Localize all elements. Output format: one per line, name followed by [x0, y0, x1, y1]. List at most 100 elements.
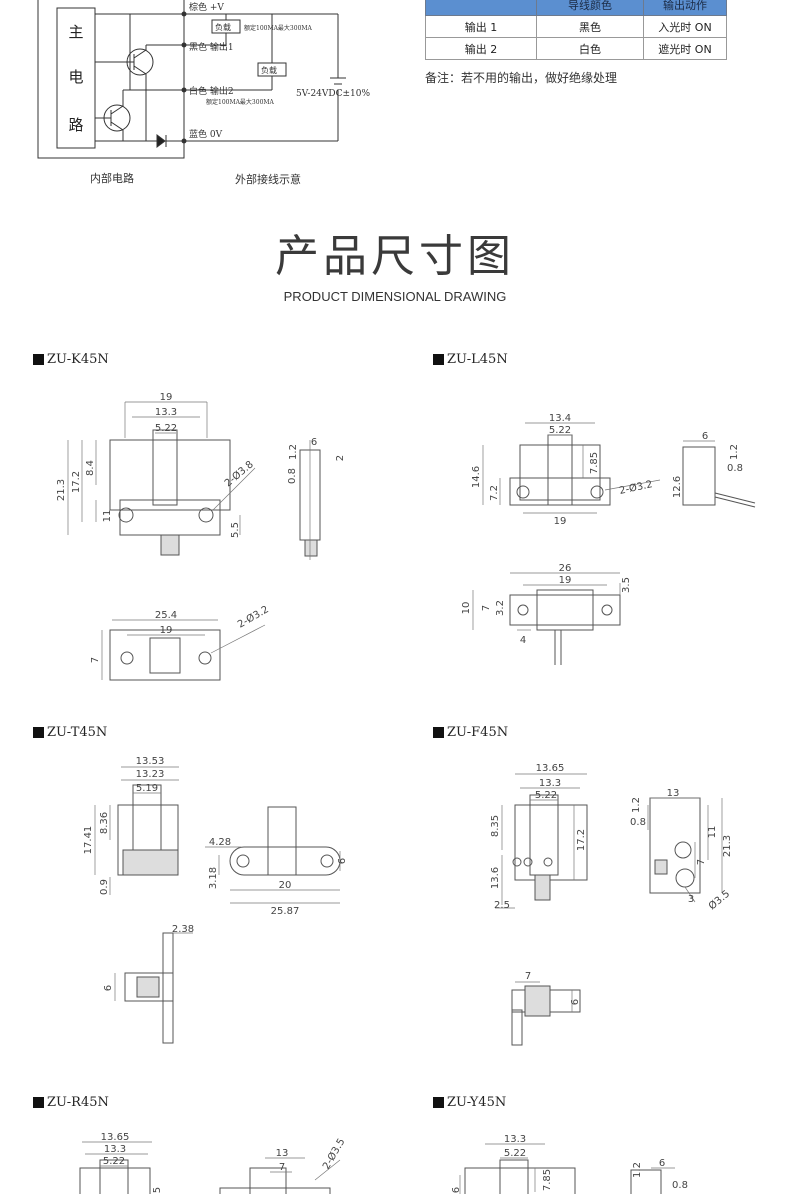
wiring-note: 备注：若不用的输出，做好绝缘处理: [425, 71, 618, 85]
dimension-label: 17.41: [83, 826, 94, 855]
dimension-label: 25.4: [155, 610, 177, 621]
dimension-label: 6: [337, 858, 348, 864]
dimension-label: 19: [160, 625, 173, 636]
wire-brown-label: 棕色 +V: [189, 1, 224, 13]
caption-internal: 内部电路: [90, 171, 134, 185]
table-cell: 输出 1: [425, 15, 537, 38]
drawing-zu-k45n: 19 13.3 5.22 21.3 17.2 8.4 11 2-Ø3.8 5.5…: [56, 392, 346, 681]
bullet-square-icon: [33, 354, 44, 365]
dimension-label: 3.18: [208, 867, 219, 889]
dimension-label: 8.4: [85, 460, 96, 476]
output-table-header-row: 导线颜色 输出动作: [425, 0, 727, 16]
dimension-label: 21.3: [56, 479, 67, 501]
dimension-label: 8.35: [490, 815, 501, 837]
table-row: 输出 2 白色 遮光时 ON: [425, 37, 727, 60]
output-table: 导线颜色 输出动作 输出 1 黑色 入光时 ON 输出 2 白色 遮光时 ON: [425, 0, 727, 60]
dimension-label: 2-Ø3.5: [320, 1136, 347, 1171]
dimension-label: 5.22: [504, 1148, 526, 1159]
table-cell: 入光时 ON: [643, 15, 727, 38]
drawing-zu-l45n: 13.4 5.22 7.85 14.6 7.2 2-Ø3.2 19 6 1.2 …: [461, 413, 756, 665]
dimension-label: 11: [102, 510, 113, 523]
dimension-label: 14.6: [471, 466, 482, 488]
drawing-zu-t45n: 13.53 13.23 5.19 17.41 8.36 0.9 4.28 3.1…: [83, 756, 348, 1044]
dimension-label: 19: [559, 575, 572, 586]
output-table-header: 输出动作: [643, 0, 727, 16]
load-label-2: 负载: [261, 65, 277, 75]
dimension-label: 25.87: [271, 906, 300, 917]
section-title: 产品尺寸图: [275, 231, 515, 282]
bullet-square-icon: [433, 1097, 444, 1108]
dimension-label: 5.22: [549, 425, 571, 436]
output-table-header: [425, 0, 537, 16]
dimension-label: 6: [451, 1187, 462, 1193]
dimension-label: 2.38: [172, 924, 194, 935]
dimension-label: 1.2: [632, 1162, 643, 1178]
dimension-label: 6: [103, 985, 114, 991]
dimension-label: 21.3: [722, 835, 733, 857]
model-label-f45n: ZU-F45N: [433, 725, 508, 740]
dimension-label: 2-Ø3.2: [236, 603, 271, 630]
model-label-y45n: ZU-Y45N: [433, 1095, 506, 1110]
model-label-t45n: ZU-T45N: [33, 725, 107, 740]
dimension-label: 2.5: [494, 900, 510, 911]
dimension-label: 0.8: [630, 817, 646, 828]
dimension-label: 1.2: [631, 797, 642, 813]
drawing-zu-r45n: 13.65 13.3 5.22 5 13 7 2-Ø3.5: [79, 1132, 347, 1194]
dimension-label: 13.65: [101, 1132, 130, 1143]
dimension-label: 13.65: [536, 763, 565, 774]
dimension-label: 3.5: [621, 577, 632, 593]
bullet-square-icon: [433, 727, 444, 738]
dimension-label: 0.9: [99, 879, 110, 895]
dimension-label: 1.2: [729, 444, 740, 460]
dimension-label: 5.22: [103, 1156, 125, 1167]
dimension-label: 13.3: [155, 407, 177, 418]
dimension-label: 13: [276, 1148, 289, 1159]
rating-label-1: 额定100MA最大300MA: [244, 24, 313, 32]
table-cell: 黑色: [536, 15, 644, 38]
dimension-label: 2-Ø3.8: [222, 458, 256, 489]
dimension-label: 17.2: [71, 471, 82, 493]
model-label-l45n: ZU-L45N: [433, 352, 508, 367]
dimension-label: 7: [696, 859, 707, 865]
dimension-label: 20: [279, 880, 292, 891]
main-circuit-char-2: 电: [68, 68, 83, 86]
dimension-label: 11: [707, 826, 718, 839]
dimension-label: 13.53: [136, 756, 165, 767]
dimension-label: 7: [279, 1162, 285, 1173]
section-subtitle: PRODUCT DIMENSIONAL DRAWING: [283, 289, 507, 304]
model-label-k45n: ZU-K45N: [33, 352, 109, 367]
dimension-label: 6: [311, 437, 317, 448]
rating-label-2: 额定100MA最大300MA: [206, 98, 275, 106]
table-row: 输出 1 黑色 入光时 ON: [425, 15, 727, 38]
dimension-label: 6: [702, 431, 708, 442]
main-circuit-char-3: 路: [68, 116, 83, 134]
dimension-label: 7.2: [489, 485, 500, 501]
dimension-label: 10: [461, 602, 472, 615]
wiring-circuit-diagram: 主 电 路 棕色 +V 黑色 输出1 白色 输出2 蓝色 0V 负载 负载 额定…: [37, 0, 370, 186]
model-label-r45n: ZU-R45N: [33, 1095, 109, 1110]
dimension-label: 17.2: [576, 829, 587, 851]
dimension-label: 5: [152, 1187, 163, 1193]
dimension-label: 13.3: [104, 1144, 126, 1155]
wire-black-label: 黑色 输出1: [189, 41, 234, 53]
dimension-label: 4.28: [209, 837, 231, 848]
dimension-label: 7.85: [589, 452, 600, 474]
dimension-label: 19: [554, 516, 567, 527]
supply-label: 5V-24VDC±10%: [296, 89, 370, 99]
dimension-label: 13.3: [539, 778, 561, 789]
bullet-square-icon: [433, 354, 444, 365]
wire-white-label: 白色 输出2: [189, 85, 234, 97]
dimension-label: 13.6: [490, 867, 501, 889]
dimension-label: 7: [525, 971, 531, 982]
dimension-label: 5.5: [230, 522, 241, 538]
table-cell: 输出 2: [425, 37, 537, 60]
dimension-label: 13.3: [504, 1134, 526, 1145]
dimension-label: 6: [570, 999, 581, 1005]
dimension-label: 5.22: [535, 790, 557, 801]
dimension-label: 13: [667, 788, 680, 799]
bullet-square-icon: [33, 1097, 44, 1108]
dimension-label: 12.6: [672, 476, 683, 498]
dimension-label: 0.8: [727, 463, 743, 474]
load-label-1: 负载: [215, 22, 231, 32]
dimension-label: 0.8: [287, 468, 298, 484]
